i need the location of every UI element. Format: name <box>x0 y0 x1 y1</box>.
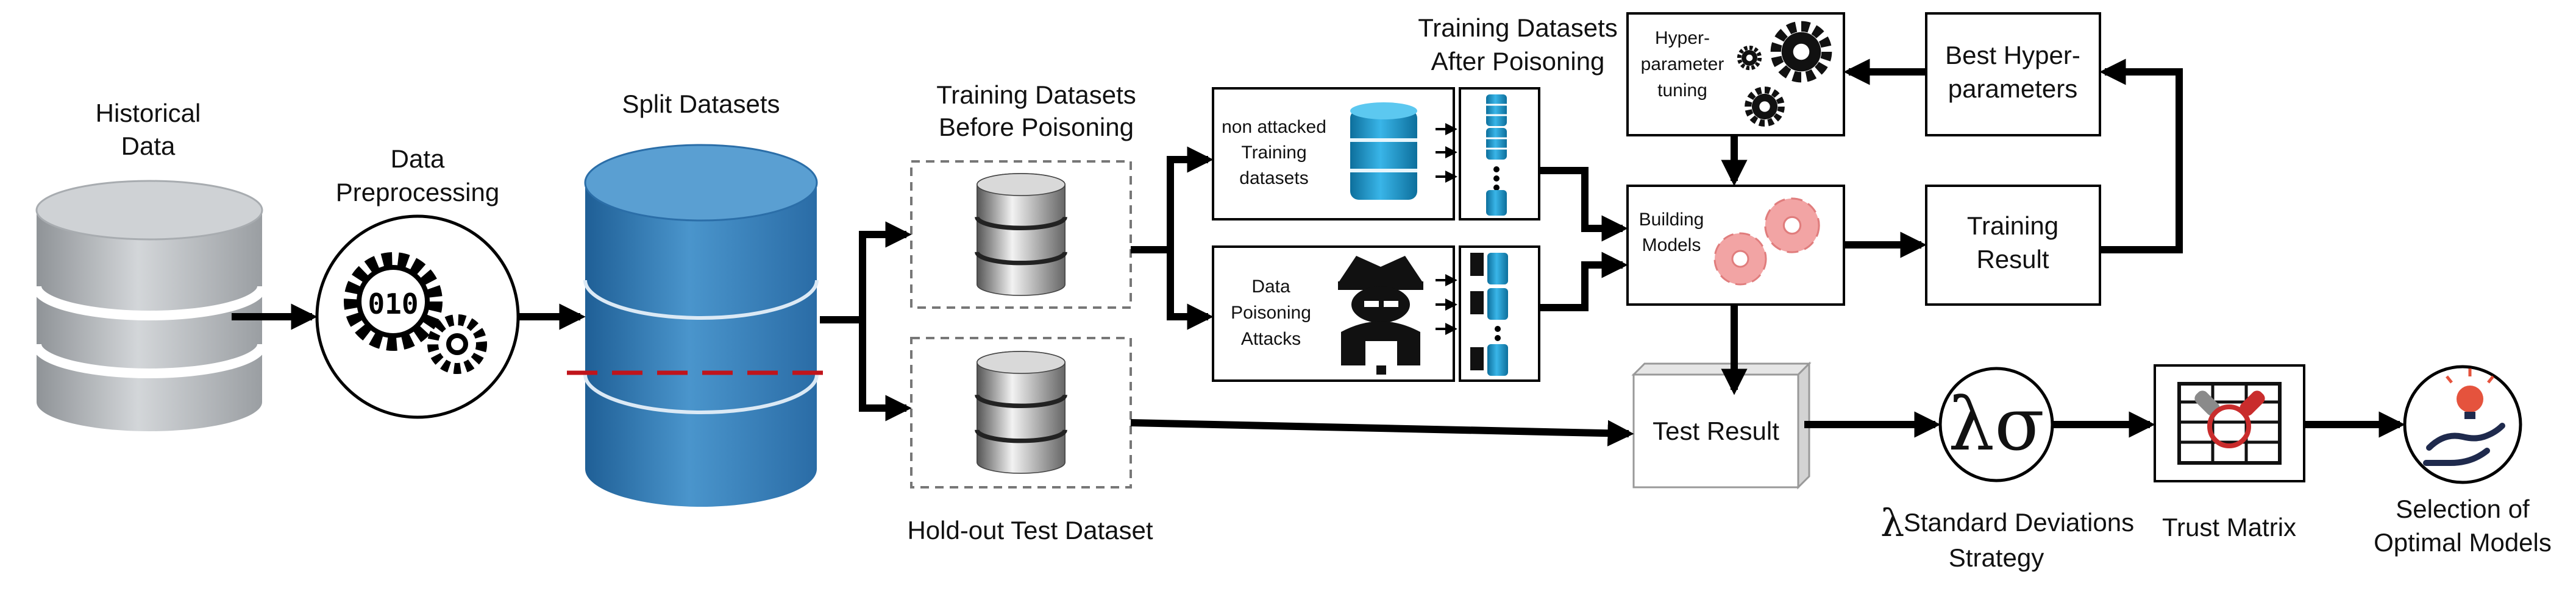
arrow-to-poisoning <box>1167 250 1214 330</box>
training-after-label-line1: Training Datasets <box>1418 13 1618 42</box>
svg-text:010: 010 <box>368 287 418 320</box>
historical-data-label: Historical Data <box>96 99 201 160</box>
test-result-box <box>1631 361 1812 490</box>
non-attacked-label-line3: datasets <box>1239 168 1308 188</box>
training-before-label-line2: Before Poisoning <box>939 113 1134 141</box>
gears-icon: 010 <box>344 252 487 374</box>
server-stack-icon <box>977 174 1065 295</box>
poisoning-label-line3: Attacks <box>1241 329 1301 349</box>
poisoning-label-line2: Poisoning <box>1231 303 1311 323</box>
test-result-label: Test Result <box>1653 417 1779 445</box>
arrow-split-to-training <box>820 221 912 323</box>
building-models-label-line1: Building <box>1639 210 1704 230</box>
data-preprocessing-label-line2: Preprocessing <box>336 178 499 206</box>
holdout-label: Hold-out Test Dataset <box>907 516 1153 545</box>
arrow-result-to-best <box>2099 58 2183 253</box>
hyper-tuning-label-line3: tuning <box>1657 80 1707 101</box>
historical-data-label-line1: Historical <box>96 99 201 127</box>
flow-arrows <box>232 58 2405 446</box>
clean-dataset-icons <box>1486 94 1507 216</box>
lambda-strategy-label-line2: Strategy <box>1949 543 2044 572</box>
arrow-clean-to-building <box>1539 167 1628 242</box>
lambda-strategy-label-line1: Standard Deviations <box>1904 508 2134 537</box>
data-preprocessing-label-line1: Data <box>391 144 445 173</box>
lambda-symbol: λ <box>1880 501 1904 545</box>
best-hyper-label-line1: Best Hyper- <box>1945 41 2080 69</box>
split-datasets-label: Split Datasets <box>622 90 780 118</box>
non-attacked-label-line2: Training <box>1241 143 1306 163</box>
historical-database-icon <box>32 180 267 431</box>
hyper-tuning-label-line2: parameter <box>1641 54 1724 74</box>
best-hyper-label-line2: parameters <box>1948 74 2077 103</box>
training-before-label-line1: Training Datasets <box>936 80 1136 109</box>
hacker-icon <box>1338 256 1423 375</box>
training-result-box <box>1925 185 2101 306</box>
hand-lightbulb-icon <box>2423 369 2505 466</box>
hyper-tuning-label-line1: Hyper- <box>1655 28 1710 48</box>
training-result-label-line2: Result <box>1976 245 2049 273</box>
non-attacked-label-line1: non attacked <box>1222 117 1326 137</box>
arrow-split-to-holdout <box>859 320 912 421</box>
selection-label-line1: Selection of <box>2396 495 2530 523</box>
arrow-attacked-to-building <box>1539 252 1628 311</box>
poisoning-label-line1: Data <box>1251 277 1290 297</box>
server-stack-icon <box>977 351 1065 473</box>
blue-database-icon <box>1350 102 1417 200</box>
trust-matrix-icon <box>2177 382 2282 465</box>
training-after-label-line2: After Poisoning <box>1431 47 1605 76</box>
lambda-sigma-symbol: λσ <box>1948 383 2044 467</box>
historical-data-label-line2: Data <box>121 132 176 160</box>
arrow-to-non-attacked <box>1131 146 1214 253</box>
attacked-dataset-icons <box>1470 253 1508 376</box>
selection-label-line2: Optimal Models <box>2374 528 2552 557</box>
arrow-holdout-to-test <box>1130 419 1634 446</box>
split-datasets-database-icon <box>583 144 819 507</box>
building-models-label-line2: Models <box>1642 235 1701 255</box>
trust-matrix-label: Trust Matrix <box>2162 513 2296 541</box>
training-result-label-line1: Training <box>1967 211 2058 240</box>
